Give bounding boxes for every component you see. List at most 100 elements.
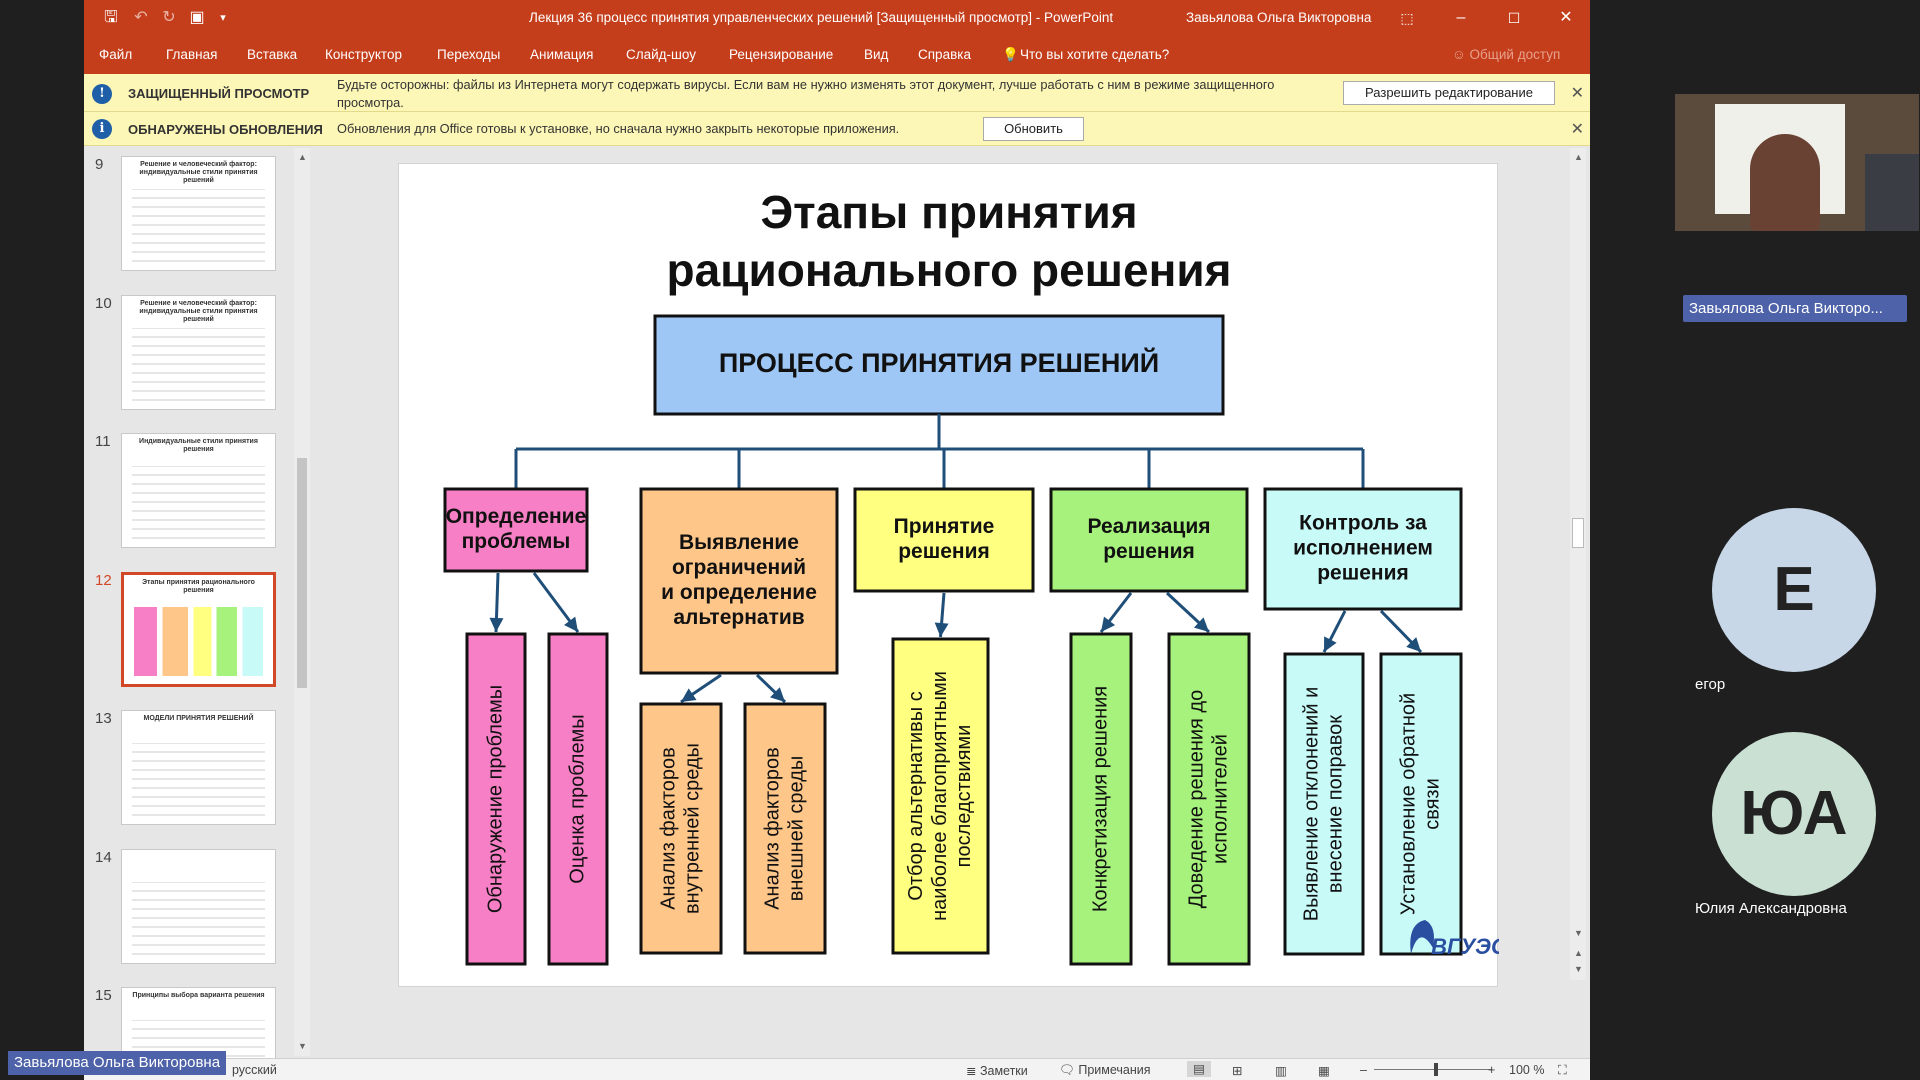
previous-slide-icon[interactable]: ▲ bbox=[1574, 948, 1583, 958]
tab-slideshow[interactable]: Слайд-шоу bbox=[626, 47, 696, 62]
scroll-thumb[interactable] bbox=[1572, 518, 1584, 548]
slide-thumbnail-11[interactable]: Индивидуальные стили принятия решения bbox=[121, 433, 276, 548]
tab-animations[interactable]: Анимация bbox=[530, 47, 594, 62]
scroll-down-icon[interactable]: ▼ bbox=[298, 1041, 307, 1051]
substage-box bbox=[743, 702, 827, 955]
slide-thumbnail-12[interactable]: Этапы принятия рационального решения bbox=[121, 571, 276, 687]
participant-avatar-yulia[interactable]: ЮА bbox=[1712, 732, 1876, 896]
slide-thumbnail-13[interactable]: МОДЕЛИ ПРИНЯТИЯ РЕШЕНИЙ bbox=[121, 710, 276, 825]
stage-box bbox=[639, 487, 839, 675]
arrow-head bbox=[1324, 636, 1337, 652]
customize-toolbar-icon[interactable]: ▾ bbox=[220, 12, 226, 24]
zoom-level[interactable]: 100 % bbox=[1509, 1063, 1545, 1077]
close-icon[interactable]: ✕ bbox=[1570, 121, 1584, 138]
updates-text: Обновления для Office готовы к установке… bbox=[337, 121, 900, 136]
participant-avatar-egor[interactable]: Е bbox=[1712, 508, 1876, 672]
language-indicator[interactable]: русский bbox=[232, 1063, 277, 1077]
normal-view-icon[interactable]: ▤ bbox=[1187, 1061, 1211, 1077]
updates-bar: i ОБНАРУЖЕНЫ ОБНОВЛЕНИЯ Обновления для O… bbox=[84, 112, 1590, 146]
substage-box bbox=[891, 637, 990, 955]
slide-number: 11 bbox=[95, 433, 111, 450]
slide-thumbnail-14[interactable] bbox=[121, 848, 276, 964]
scroll-up-icon[interactable]: ▲ bbox=[1574, 152, 1583, 162]
zoom-out-icon[interactable]: – bbox=[1360, 1063, 1367, 1077]
minimize-button[interactable]: – bbox=[1456, 9, 1466, 26]
comment-icon: 🗨 bbox=[1059, 1063, 1079, 1077]
updates-title: ОБНАРУЖЕНЫ ОБНОВЛЕНИЯ bbox=[128, 122, 323, 137]
tab-home[interactable]: Главная bbox=[166, 47, 218, 62]
tab-view[interactable]: Вид bbox=[864, 47, 889, 62]
tab-file[interactable]: Файл bbox=[99, 47, 133, 62]
maximize-button[interactable]: ☐ bbox=[1507, 10, 1521, 26]
slide-thumbnail-9[interactable]: Решение и человеческий фактор: индивидуа… bbox=[121, 156, 276, 271]
account-name[interactable]: Завьялова Ольга Викторовна bbox=[1186, 10, 1372, 25]
tell-me-search[interactable]: Что вы хотите сделать? bbox=[1020, 47, 1170, 62]
slide-sorter-icon[interactable]: ⊞ bbox=[1232, 1064, 1243, 1078]
notes-button[interactable]: ≣ Заметки bbox=[966, 1063, 1028, 1078]
undo-icon[interactable]: ↶ bbox=[134, 9, 148, 26]
university-logo: ВГУЭС bbox=[1431, 934, 1499, 959]
substage-label: Обнаружение проблемы bbox=[484, 685, 506, 913]
slide-number: 9 bbox=[95, 156, 104, 173]
close-button[interactable]: ✕ bbox=[1559, 9, 1573, 26]
substage-box bbox=[1167, 632, 1251, 966]
redo-icon[interactable]: ↻ bbox=[162, 9, 176, 26]
thumbnail-graphic bbox=[132, 743, 265, 816]
arrow-head bbox=[681, 688, 697, 702]
thumbnail-graphic bbox=[132, 881, 265, 955]
scroll-down-icon[interactable]: ▼ bbox=[1574, 928, 1583, 938]
slide-thumbnail-10[interactable]: Решение и человеческий фактор: индивидуа… bbox=[121, 294, 276, 410]
scroll-thumb[interactable] bbox=[297, 458, 307, 688]
slideshow-view-icon[interactable]: ▦ bbox=[1318, 1064, 1330, 1078]
enable-editing-button[interactable]: Разрешить редактирование bbox=[1343, 81, 1555, 105]
tab-help[interactable]: Справка bbox=[918, 47, 971, 62]
comments-button[interactable]: 🗨 Примечания bbox=[1059, 1063, 1151, 1078]
zoom-slider[interactable] bbox=[1374, 1063, 1574, 1076]
window-title: Лекция 36 процесс принятия управленчески… bbox=[529, 10, 1114, 25]
stage-box bbox=[1049, 487, 1249, 593]
tab-insert[interactable]: Вставка bbox=[247, 47, 298, 62]
tab-design[interactable]: Конструктор bbox=[325, 47, 402, 62]
zoom-track bbox=[1374, 1069, 1492, 1070]
tab-review[interactable]: Рецензирование bbox=[729, 47, 834, 62]
arrow-head bbox=[1101, 616, 1116, 632]
slide-scrollbar[interactable]: ▲ ▼ ▲ ▼ bbox=[1570, 148, 1586, 980]
substage-box bbox=[1069, 632, 1133, 966]
close-icon[interactable]: ✕ bbox=[1570, 85, 1584, 102]
tab-transitions[interactable]: Переходы bbox=[437, 47, 501, 62]
title-bar: 🖫 ↶ ↻ ▣ ▾ Лекция 36 процесс принятия упр… bbox=[84, 0, 1590, 36]
scroll-up-icon[interactable]: ▲ bbox=[298, 152, 307, 162]
slide-title: Этапы принятия bbox=[760, 186, 1137, 238]
update-button[interactable]: Обновить bbox=[983, 117, 1084, 141]
substage-label: Конкретизация решения bbox=[1089, 686, 1111, 912]
participant-name: егор bbox=[1695, 676, 1726, 693]
stage-box bbox=[853, 487, 1035, 593]
zoom-in-icon[interactable]: + bbox=[1488, 1063, 1496, 1077]
notes-icon: ≣ bbox=[966, 1064, 980, 1078]
share-button[interactable]: ☺ Общий доступ bbox=[1452, 47, 1560, 62]
fit-to-window-icon[interactable]: ⛶ bbox=[1558, 1063, 1567, 1077]
start-slideshow-icon[interactable]: ▣ bbox=[189, 9, 205, 26]
next-slide-icon[interactable]: ▼ bbox=[1574, 964, 1583, 974]
thumbnail-scrollbar[interactable]: ▲ ▼ bbox=[294, 148, 310, 1056]
reading-view-icon[interactable]: ▥ bbox=[1275, 1064, 1287, 1078]
protected-view-bar: ! ЗАЩИЩЕННЫЙ ПРОСМОТР Будьте осторожны: … bbox=[84, 74, 1590, 112]
slide-number: 10 bbox=[95, 294, 112, 312]
chair-background bbox=[1865, 154, 1919, 231]
stage-box bbox=[443, 487, 589, 573]
arrow-head bbox=[934, 622, 949, 637]
save-icon[interactable]: 🖫 bbox=[104, 9, 118, 26]
shield-icon: ! bbox=[92, 84, 112, 104]
thumbnail-title: Индивидуальные стили принятия решения bbox=[139, 438, 258, 453]
root-box bbox=[653, 314, 1225, 416]
speaker-video[interactable] bbox=[1675, 94, 1919, 231]
ribbon-display-icon[interactable]: ⬚ bbox=[1400, 10, 1414, 26]
zoom-handle[interactable] bbox=[1434, 1063, 1438, 1076]
